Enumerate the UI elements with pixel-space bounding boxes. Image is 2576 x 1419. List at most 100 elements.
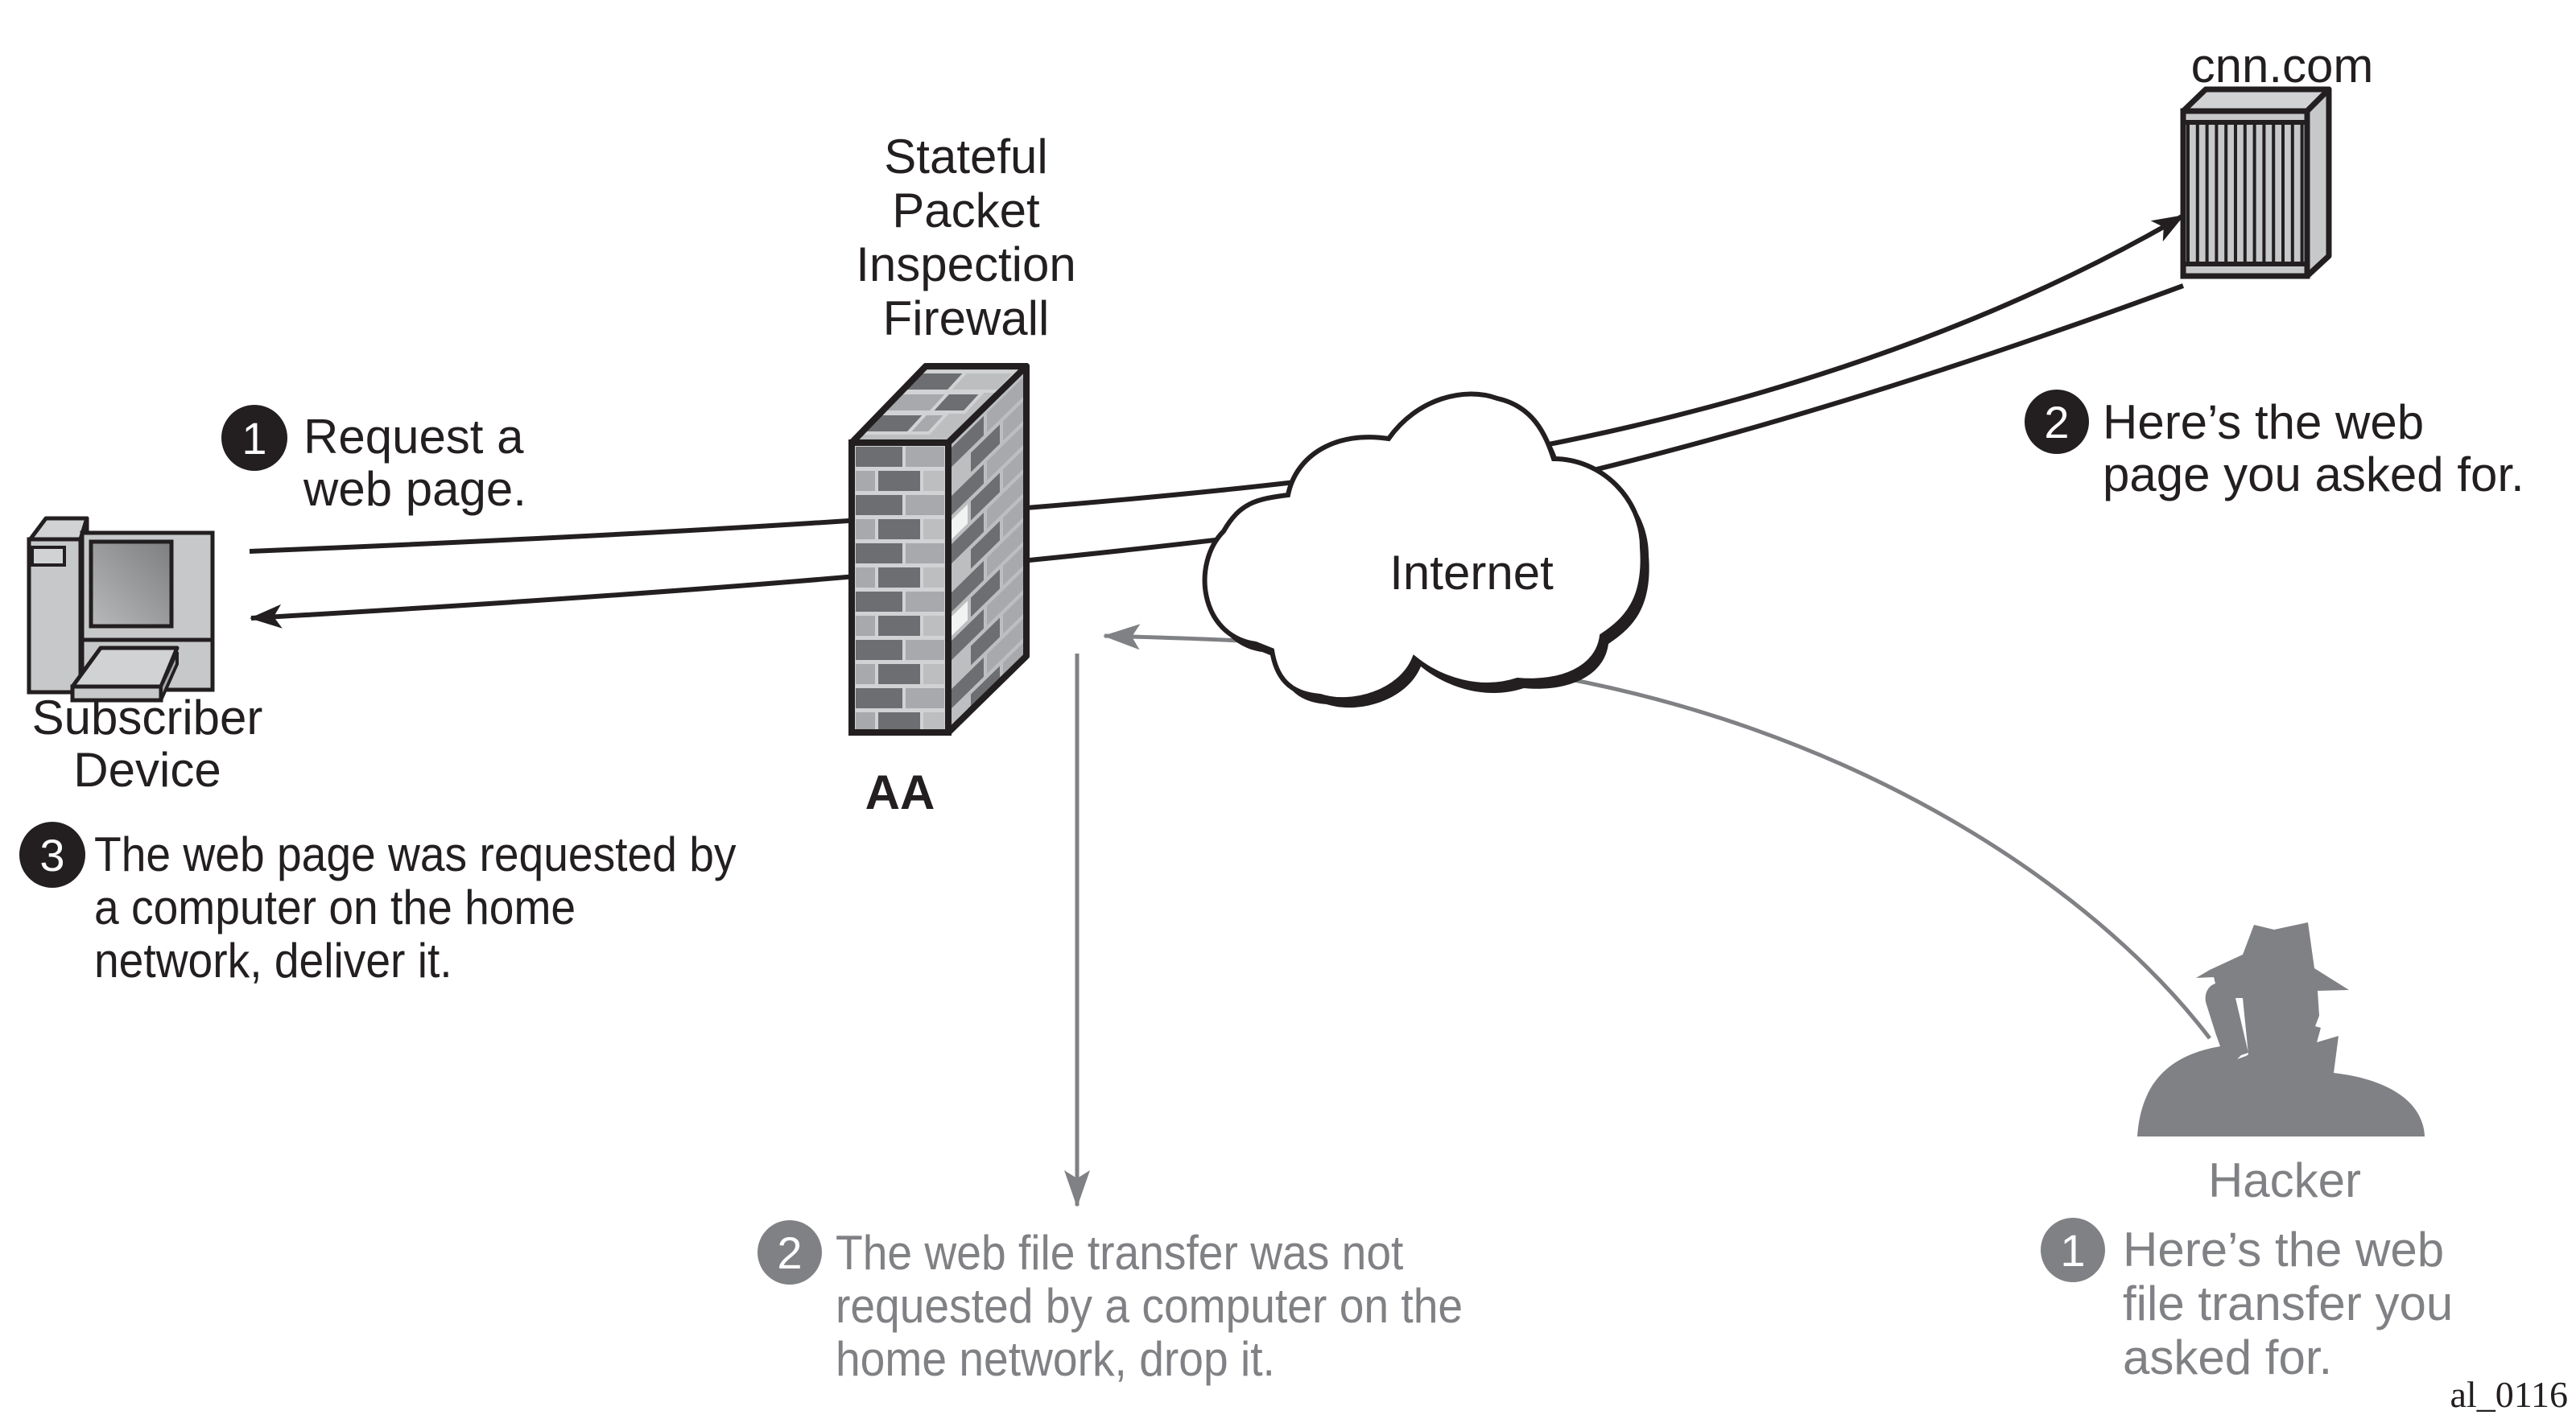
brick bbox=[878, 712, 920, 732]
brick bbox=[906, 543, 944, 563]
brick bbox=[878, 616, 920, 636]
brick bbox=[971, 424, 1000, 472]
firewall-title-line: Inspection bbox=[856, 237, 1076, 291]
brick bbox=[987, 471, 1026, 529]
brick bbox=[856, 567, 875, 588]
brick bbox=[971, 472, 1000, 521]
brick bbox=[1003, 592, 1026, 634]
brick bbox=[923, 567, 944, 588]
step-text-line: The web page was requested by bbox=[94, 828, 737, 882]
brick bbox=[952, 649, 968, 685]
server-label: cnn.com bbox=[2191, 39, 2374, 93]
brick bbox=[856, 543, 902, 563]
brick bbox=[952, 600, 968, 637]
brick bbox=[856, 592, 902, 612]
step-number: 2 bbox=[777, 1227, 802, 1278]
brick bbox=[878, 567, 920, 588]
firewall-title: Stateful Packet Inspection Firewall bbox=[856, 130, 1076, 345]
brick bbox=[906, 447, 944, 467]
step-badge bbox=[221, 405, 287, 471]
firewall-title-line: Packet bbox=[892, 184, 1040, 237]
brick bbox=[856, 447, 902, 467]
brick bbox=[856, 495, 902, 515]
server-rack-icon bbox=[2180, 86, 2332, 279]
brick bbox=[923, 712, 944, 732]
brick bbox=[987, 374, 1026, 432]
brick bbox=[856, 640, 902, 660]
hacker-label: Hacker bbox=[2208, 1153, 2361, 1207]
step-attack-2: 2 The web file transfer was not requeste… bbox=[758, 1220, 1463, 1387]
step-text-line: The web file transfer was not bbox=[836, 1227, 1403, 1281]
internet-label: Internet bbox=[1389, 546, 1554, 600]
brick bbox=[856, 688, 902, 708]
brick bbox=[1003, 398, 1026, 441]
brick bbox=[952, 657, 984, 709]
step-text-line: file transfer you bbox=[2123, 1277, 2453, 1330]
brick bbox=[952, 415, 984, 468]
brick bbox=[856, 664, 875, 684]
brick bbox=[878, 471, 920, 491]
subscriber-label: Subscriber bbox=[32, 691, 263, 745]
firewall-tag-label: AA bbox=[865, 765, 935, 819]
brick bbox=[856, 616, 875, 636]
brick bbox=[1003, 447, 1026, 489]
step-text-line: Request a bbox=[303, 410, 524, 464]
step-text-line: network, deliver it. bbox=[94, 934, 452, 988]
brick bbox=[971, 617, 1000, 666]
brick bbox=[952, 552, 968, 588]
step-text-line: home network, drop it. bbox=[836, 1333, 1275, 1387]
brick bbox=[1003, 495, 1026, 538]
brick bbox=[856, 519, 875, 539]
brick bbox=[952, 464, 984, 516]
step-text-line: Here’s the web bbox=[2123, 1223, 2444, 1277]
brick bbox=[923, 471, 944, 491]
brick bbox=[1003, 543, 1026, 586]
step-text-line: page you asked for. bbox=[2103, 448, 2524, 501]
step-badge bbox=[19, 822, 85, 888]
brick bbox=[906, 592, 944, 612]
firewall-title-line: Firewall bbox=[883, 291, 1050, 345]
brick bbox=[906, 640, 944, 660]
hacker-silhouette-icon bbox=[2137, 922, 2425, 1136]
brick bbox=[952, 560, 984, 613]
brick bbox=[987, 567, 1026, 625]
server-slots bbox=[2186, 124, 2304, 262]
brick bbox=[923, 616, 944, 636]
front-bricks bbox=[856, 447, 944, 732]
step-text-line: asked for. bbox=[2123, 1330, 2332, 1384]
brick bbox=[952, 608, 984, 661]
brick bbox=[878, 664, 920, 684]
attack-flow-arrow bbox=[1103, 624, 2211, 1040]
brick bbox=[987, 616, 1026, 674]
step-badge bbox=[2041, 1218, 2105, 1282]
step-attack-1: 1 Here’s the web file transfer you asked… bbox=[2041, 1218, 2453, 1384]
step-number: 1 bbox=[2060, 1225, 2085, 1276]
step-text-line: a computer on the home bbox=[94, 881, 576, 935]
step-number: 1 bbox=[242, 413, 266, 464]
brick bbox=[878, 519, 920, 539]
step-text-line: web page. bbox=[303, 462, 526, 516]
brick bbox=[856, 471, 875, 491]
brick bbox=[952, 456, 968, 492]
step-number: 3 bbox=[39, 830, 64, 881]
brick bbox=[952, 512, 984, 564]
step-text-line: requested by a computer on the bbox=[836, 1280, 1463, 1334]
desktop-computer-icon bbox=[27, 516, 215, 703]
step-text-line: Here’s the web bbox=[2103, 395, 2424, 449]
cloud-icon bbox=[1202, 391, 1649, 708]
step-legit-3: 3 The web page was requested by a comput… bbox=[19, 822, 737, 988]
brick bbox=[987, 519, 1026, 577]
step-badge bbox=[2025, 390, 2089, 454]
brick bbox=[856, 712, 875, 732]
brick bbox=[906, 688, 944, 708]
subscriber-label-line2: Device bbox=[73, 743, 221, 797]
brick bbox=[952, 504, 968, 540]
figure-id: al_0116 bbox=[2450, 1374, 2569, 1415]
brick bbox=[971, 521, 1000, 569]
step-badge bbox=[758, 1220, 822, 1285]
request-flow-arrow bbox=[249, 213, 2185, 554]
firewall-title-line: Stateful bbox=[884, 130, 1047, 184]
brick bbox=[971, 569, 1000, 617]
brick-firewall-icon bbox=[848, 363, 1030, 736]
